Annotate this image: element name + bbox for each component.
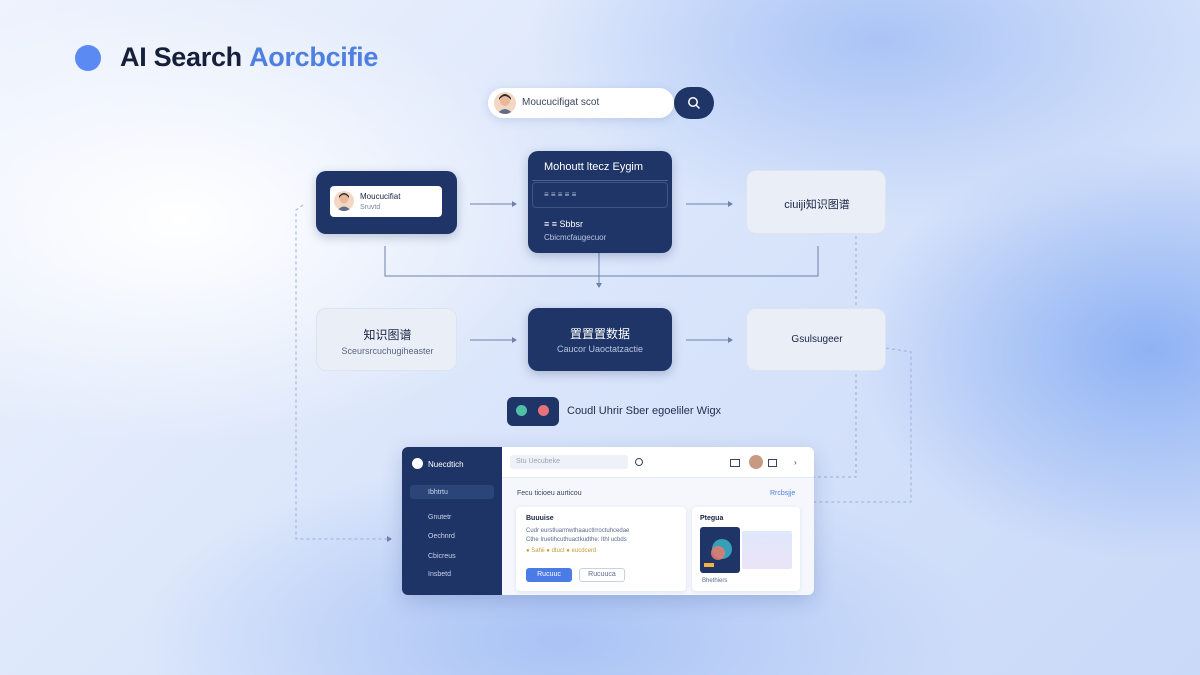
divider (532, 180, 668, 181)
engine-node-title: Mohoutt ltecz Eygim (544, 161, 644, 173)
input-node[interactable]: Moucucifiat Sruvtd (316, 171, 457, 234)
data-node-title: 置置置数据 (569, 327, 630, 341)
section-link[interactable]: Rrcbsjje (770, 490, 796, 497)
search-button[interactable] (674, 87, 714, 119)
legend-dot-green (516, 405, 527, 416)
result-card[interactable]: Buuuise Cudr eurstluarmwthaauctlrroctuhc… (516, 507, 686, 591)
app-search-input[interactable] (510, 455, 628, 469)
app-preview: Nuecdtich Ibhtrtu Gnutetr Oechnrd Cbicre… (402, 447, 814, 595)
app-topbar: Stu Uecubeke › (502, 447, 814, 478)
card-title: Ptegua (700, 515, 724, 522)
page-title: AI Search Aorcbcifie (120, 42, 379, 72)
engine-item-1: ≡ ≡ ≡ ≡ ≡ (544, 190, 577, 199)
avatar[interactable] (749, 455, 763, 469)
title-dot (75, 45, 101, 71)
media-card[interactable]: Ptegua Bhethiers (692, 507, 800, 591)
primary-button[interactable] (526, 568, 572, 582)
input-node-subtitle: Sruvtd (360, 204, 381, 211)
section-title: Fecu ticioeu aurticou (517, 490, 582, 497)
engine-node[interactable]: Mohoutt ltecz Eygim ≡ ≡ ≡ ≡ ≡ ≡ ≡ Sbbsr … (528, 151, 672, 253)
secondary-button[interactable] (579, 568, 625, 582)
output-node[interactable]: Gsulsugeer (746, 308, 886, 371)
knowledge-node[interactable]: ciuiji知识图谱 (746, 170, 886, 234)
legend-dot-red (538, 405, 549, 416)
search-input[interactable]: Moucucifigat scot (488, 88, 674, 118)
legend-text: Coudl Uhrir Sber egoeliler Wigx (567, 405, 722, 417)
logo-icon (412, 458, 423, 469)
sidebar-item-label[interactable]: Oechnrd (428, 533, 455, 540)
folder-icon[interactable] (768, 459, 777, 467)
secondary-button-label: Rucuuca (588, 571, 616, 578)
data-node[interactable]: 置置置数据 Caucor Uaoctatzactie (528, 308, 672, 371)
search-text: Moucucifigat scot (522, 97, 600, 108)
engine-item-3: Cbicmcfaugecuor (544, 233, 607, 242)
search-icon (688, 97, 701, 110)
media-caption: Bhethiers (702, 578, 728, 584)
app-brand: Nuecdtich (428, 460, 464, 469)
primary-button-label: Rucuuc (537, 571, 561, 578)
app-sidebar: Nuecdtich Ibhtrtu Gnutetr Oechnrd Cbicre… (402, 447, 502, 595)
avatar (494, 92, 516, 114)
more-icon[interactable]: › (794, 458, 797, 467)
sidebar-item-label[interactable]: Gnutetr (428, 514, 452, 521)
output-node-title: Gsulsugeer (791, 334, 843, 345)
sidebar-item-label: Ibhtrtu (428, 489, 448, 496)
notification-icon[interactable] (730, 459, 740, 467)
sidebar-item-active[interactable] (410, 485, 494, 499)
sidebar-item-label[interactable]: Insbetd (428, 571, 451, 578)
card-line: Cudr eurstluarmwthaauctlrroctuhcedae (526, 528, 630, 534)
card-line: Cthe Iruetihcuthuactkudthe: Ithl ucbds (526, 537, 627, 543)
knowledge-node-title: ciuiji知识图谱 (784, 199, 850, 211)
graph-node-title: 知识图谱 (363, 328, 412, 342)
input-card: Moucucifiat Sruvtd (330, 186, 442, 217)
media-thumbnail (700, 527, 740, 573)
card-title: Buuuise (526, 515, 554, 522)
legend-swatch (507, 397, 559, 426)
app-search-placeholder: Stu Uecubeke (516, 458, 560, 465)
search-icon[interactable] (635, 458, 643, 466)
data-node-subtitle: Caucor Uaoctatzactie (556, 344, 644, 354)
avatar (334, 191, 354, 211)
input-node-title: Moucucifiat (360, 192, 401, 201)
graph-node[interactable]: 知识图谱 Sceursrcuchugiheaster (316, 308, 457, 371)
graph-node-subtitle: Sceursrcuchugiheaster (341, 346, 434, 356)
engine-item-2: ≡ ≡ Sbbsr (544, 219, 584, 229)
card-tags: ● Sahii ● dtuct ● eucdcerd (526, 548, 597, 554)
sidebar-item-label[interactable]: Cbicreus (428, 553, 456, 560)
engine-section (532, 182, 668, 208)
media-preview-lines (742, 531, 792, 569)
